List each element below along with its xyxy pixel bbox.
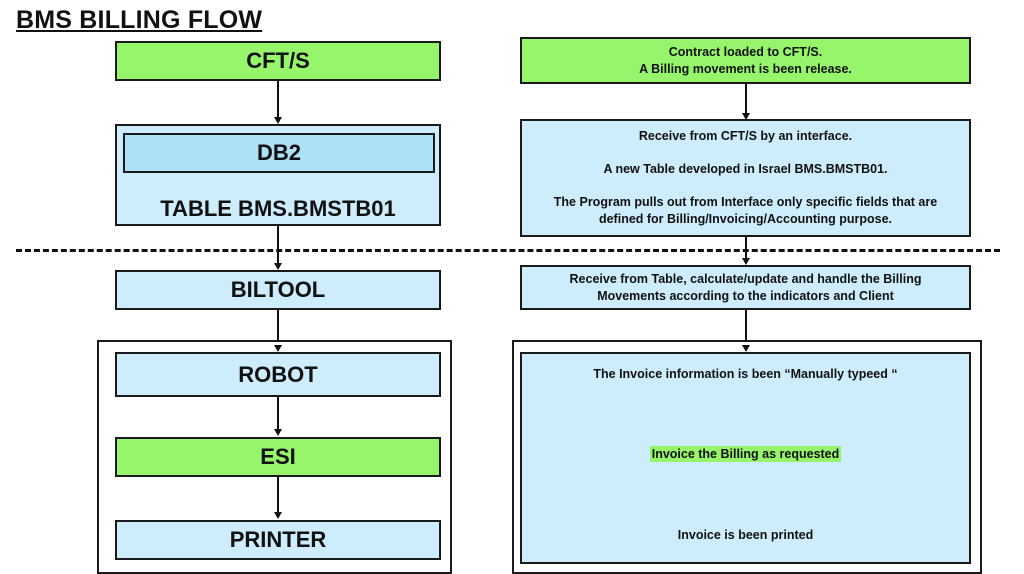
printer-label: PRINTER <box>229 527 327 552</box>
arrow-icon <box>274 429 282 436</box>
db2-table-box: DB2 TABLE BMS.BMSTB01 <box>115 124 441 226</box>
robot-box: ROBOT <box>115 352 441 397</box>
page-title: BMS BILLING FLOW <box>16 6 263 34</box>
db2-box: DB2 <box>123 133 435 173</box>
connector-line <box>745 84 747 114</box>
cft-label: CFT/S <box>246 48 310 73</box>
esi-label: ESI <box>260 444 296 469</box>
invoice-printed-text: Invoice is been printed <box>677 528 814 542</box>
dashed-separator <box>16 249 1000 252</box>
connector-line <box>745 310 747 348</box>
arrow-icon <box>742 258 750 265</box>
connector-line <box>277 477 279 513</box>
interface-description-box: Receive from CFT/S by an interface. A ne… <box>520 119 971 237</box>
program-pulls-line-2: defined for Billing/Invoicing/Accounting… <box>598 212 893 226</box>
new-table-text: A new Table developed in Israel BMS.BMST… <box>603 162 888 176</box>
esi-box: ESI <box>115 437 441 477</box>
biltool-label: BILTOOL <box>230 277 326 302</box>
printer-box: PRINTER <box>115 520 441 560</box>
contract-line-1: Contract loaded to CFT/S. <box>668 44 823 59</box>
contract-line-2: A Billing movement is been release. <box>639 61 852 76</box>
receive-table-line-2: Movements according to the indicators an… <box>597 288 894 303</box>
contract-box: Contract loaded to CFT/S. A Billing move… <box>520 37 971 84</box>
invoice-description-box: The Invoice information is been “Manuall… <box>520 352 971 564</box>
receive-cft-text: Receive from CFT/S by an interface. <box>638 129 853 143</box>
arrow-icon <box>274 263 282 270</box>
arrow-icon <box>274 345 282 352</box>
db2-label: DB2 <box>256 140 301 165</box>
cft-box: CFT/S <box>115 41 441 81</box>
arrow-icon <box>742 345 750 352</box>
program-pulls-line-1: The Program pulls out from Interface onl… <box>553 195 938 209</box>
biltool-box: BILTOOL <box>115 270 441 310</box>
receive-table-line-1: Receive from Table, calculate/update and… <box>569 271 922 286</box>
biltool-description-box: Receive from Table, calculate/update and… <box>520 265 971 310</box>
arrow-icon <box>742 113 750 120</box>
connector-line <box>277 310 279 348</box>
table-label: TABLE BMS.BMSTB01 <box>160 196 396 221</box>
manually-typed-text: The Invoice information is been “Manuall… <box>593 367 898 381</box>
connector-line <box>277 397 279 430</box>
robot-label: ROBOT <box>238 361 318 387</box>
arrow-icon <box>274 512 282 519</box>
connector-line <box>745 237 747 259</box>
connector-line <box>277 226 279 263</box>
connector-line <box>277 81 279 118</box>
invoice-billing-text: Invoice the Billing as requested <box>649 446 842 462</box>
arrow-icon <box>274 117 282 124</box>
